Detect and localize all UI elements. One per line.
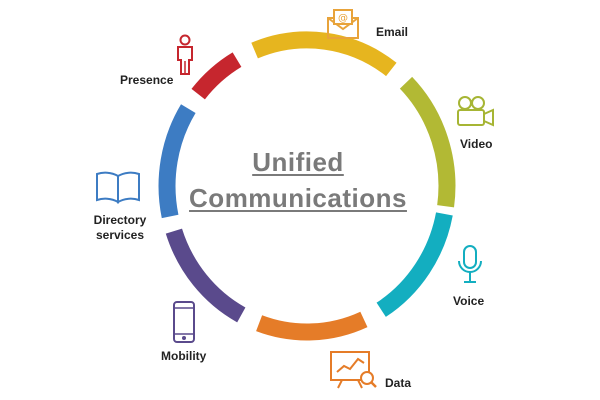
mobile-phone-icon [173,301,195,343]
segment-label-mobility: Mobility [161,349,207,363]
video-camera-icon [457,96,494,127]
segment-arc-voice [376,212,453,317]
svg-text:@: @ [338,13,348,24]
diagram-title-line1: Unified [252,147,344,177]
segment-label-voice: Voice [453,294,485,308]
segment-label-presence: Presence [120,73,174,87]
diagram-title-line2: Communications [189,183,407,213]
segment-arc-presence [191,52,242,100]
segment-label-directory-services: Directory services [85,213,155,243]
analytics-icon [330,351,377,389]
segment-arc-mobility [165,228,246,323]
segment-label-video: Video [460,137,493,151]
segment-label-data: Data [385,376,412,390]
segment-arc-email [251,31,397,77]
segment-arc-video [399,76,456,208]
segment-label-email: Email [376,25,409,39]
segment-label-directory-line2: services [95,228,145,242]
email-icon: @ [327,9,359,39]
segment-arc-directory-services [158,104,196,219]
book-icon [96,171,140,204]
segment-label-directory-line1: Directory [93,213,147,227]
microphone-icon [458,245,482,283]
person-icon [177,34,193,75]
segment-arc-data [256,311,368,341]
